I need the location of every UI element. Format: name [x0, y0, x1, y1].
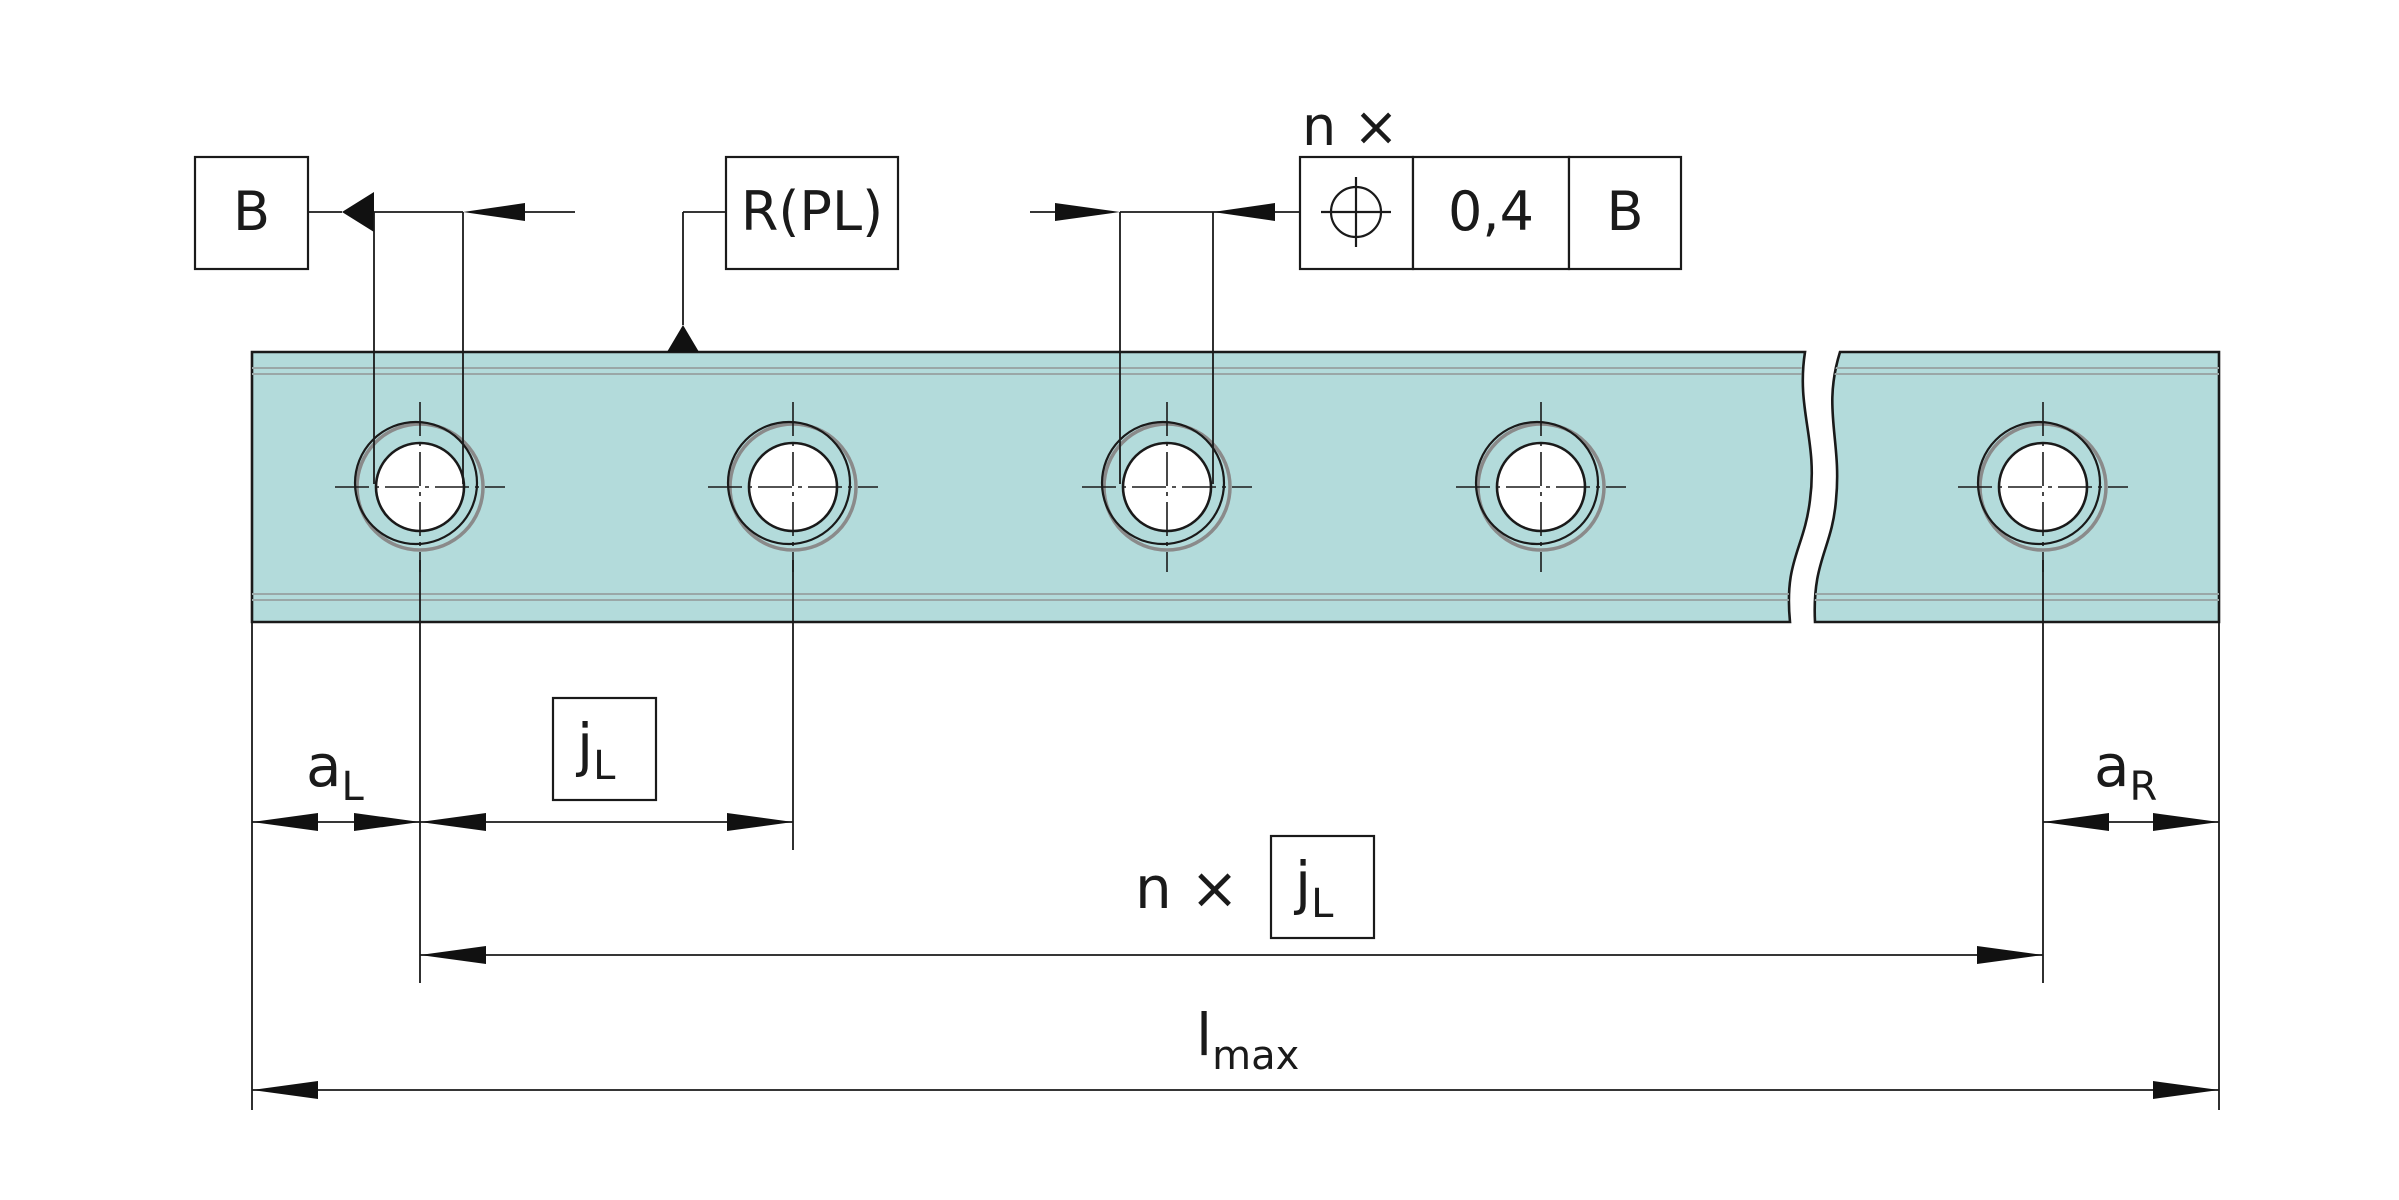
tolerance-datum: B	[1606, 180, 1643, 243]
datum-b-triangle	[342, 192, 374, 232]
dim-j-left: jL	[420, 696, 793, 831]
datum-b-box	[193, 155, 310, 271]
dim-a-left: aL	[252, 732, 420, 831]
dim-l-max: lmax	[252, 1001, 2219, 1099]
reference-triangle	[667, 325, 699, 352]
dim-pitch-total-box	[1269, 834, 1376, 940]
reference-box	[724, 155, 900, 271]
mounting-hole	[708, 402, 878, 572]
rail-left-segment	[250, 350, 1814, 624]
position-tolerance-frame: n × 0,4 B	[1030, 95, 1683, 484]
datum-b-letter: B	[233, 180, 270, 243]
mounting-hole	[1958, 402, 2128, 572]
left-hole-dim-arrow	[463, 203, 525, 221]
datum-b-callout: B	[193, 155, 575, 484]
tolerance-leader-arrow-left	[1055, 203, 1120, 221]
tolerance-count-prefix: n ×	[1302, 95, 1399, 158]
tolerance-frame-cell-datum	[1567, 155, 1683, 271]
dim-pitch-total-prefix: n ×	[1135, 854, 1239, 922]
dim-pitch-total: n × jL	[420, 834, 2043, 964]
tolerance-frame-cell-value	[1411, 155, 1571, 271]
tolerance-value: 0,4	[1448, 180, 1534, 243]
dim-j-left-label: jL	[575, 711, 616, 789]
rail-left-body	[250, 350, 1814, 624]
dim-a-right: aR	[2043, 732, 2219, 831]
mounting-hole	[1456, 402, 1626, 572]
reference-text: R(PL)	[741, 180, 883, 243]
dim-pitch-total-label: jL	[1293, 849, 1334, 927]
mounting-holes	[335, 402, 2128, 572]
position-symbol-icon	[1321, 177, 1391, 247]
tolerance-leader-arrow-right	[1213, 203, 1275, 221]
dim-j-left-box	[551, 696, 658, 802]
mounting-hole	[1082, 402, 1252, 572]
dim-a-left-label: aL	[306, 732, 365, 810]
mounting-hole	[335, 402, 505, 572]
extension-lines	[251, 560, 2220, 1110]
dim-a-right-label: aR	[2094, 732, 2157, 810]
reference-callout: R(PL)	[667, 155, 900, 352]
dim-l-max-label: lmax	[1196, 1001, 1299, 1079]
